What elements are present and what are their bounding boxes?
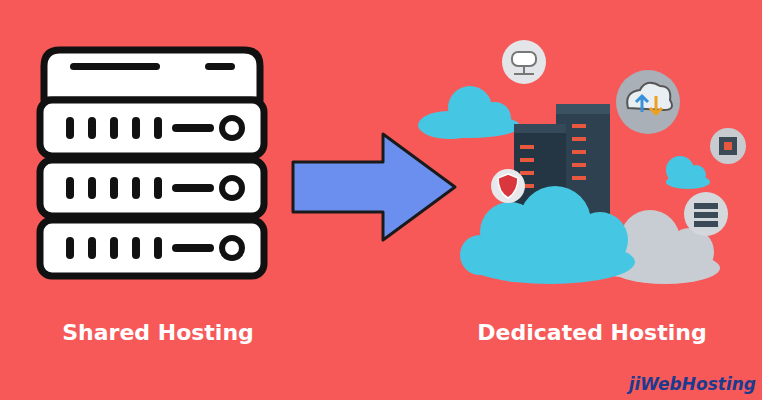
node-caption: Shared Hosting [62, 320, 254, 346]
hosting-node: Dedicated Hosting [455, 40, 729, 350]
server-icon [40, 50, 264, 276]
block-arrow [293, 134, 455, 240]
cloud-illustration [418, 40, 746, 284]
hosting-node: Shared Hosting [23, 40, 293, 350]
node-caption: Dedicated Hosting [477, 320, 706, 346]
watermark: jiWebHosting [629, 374, 756, 394]
